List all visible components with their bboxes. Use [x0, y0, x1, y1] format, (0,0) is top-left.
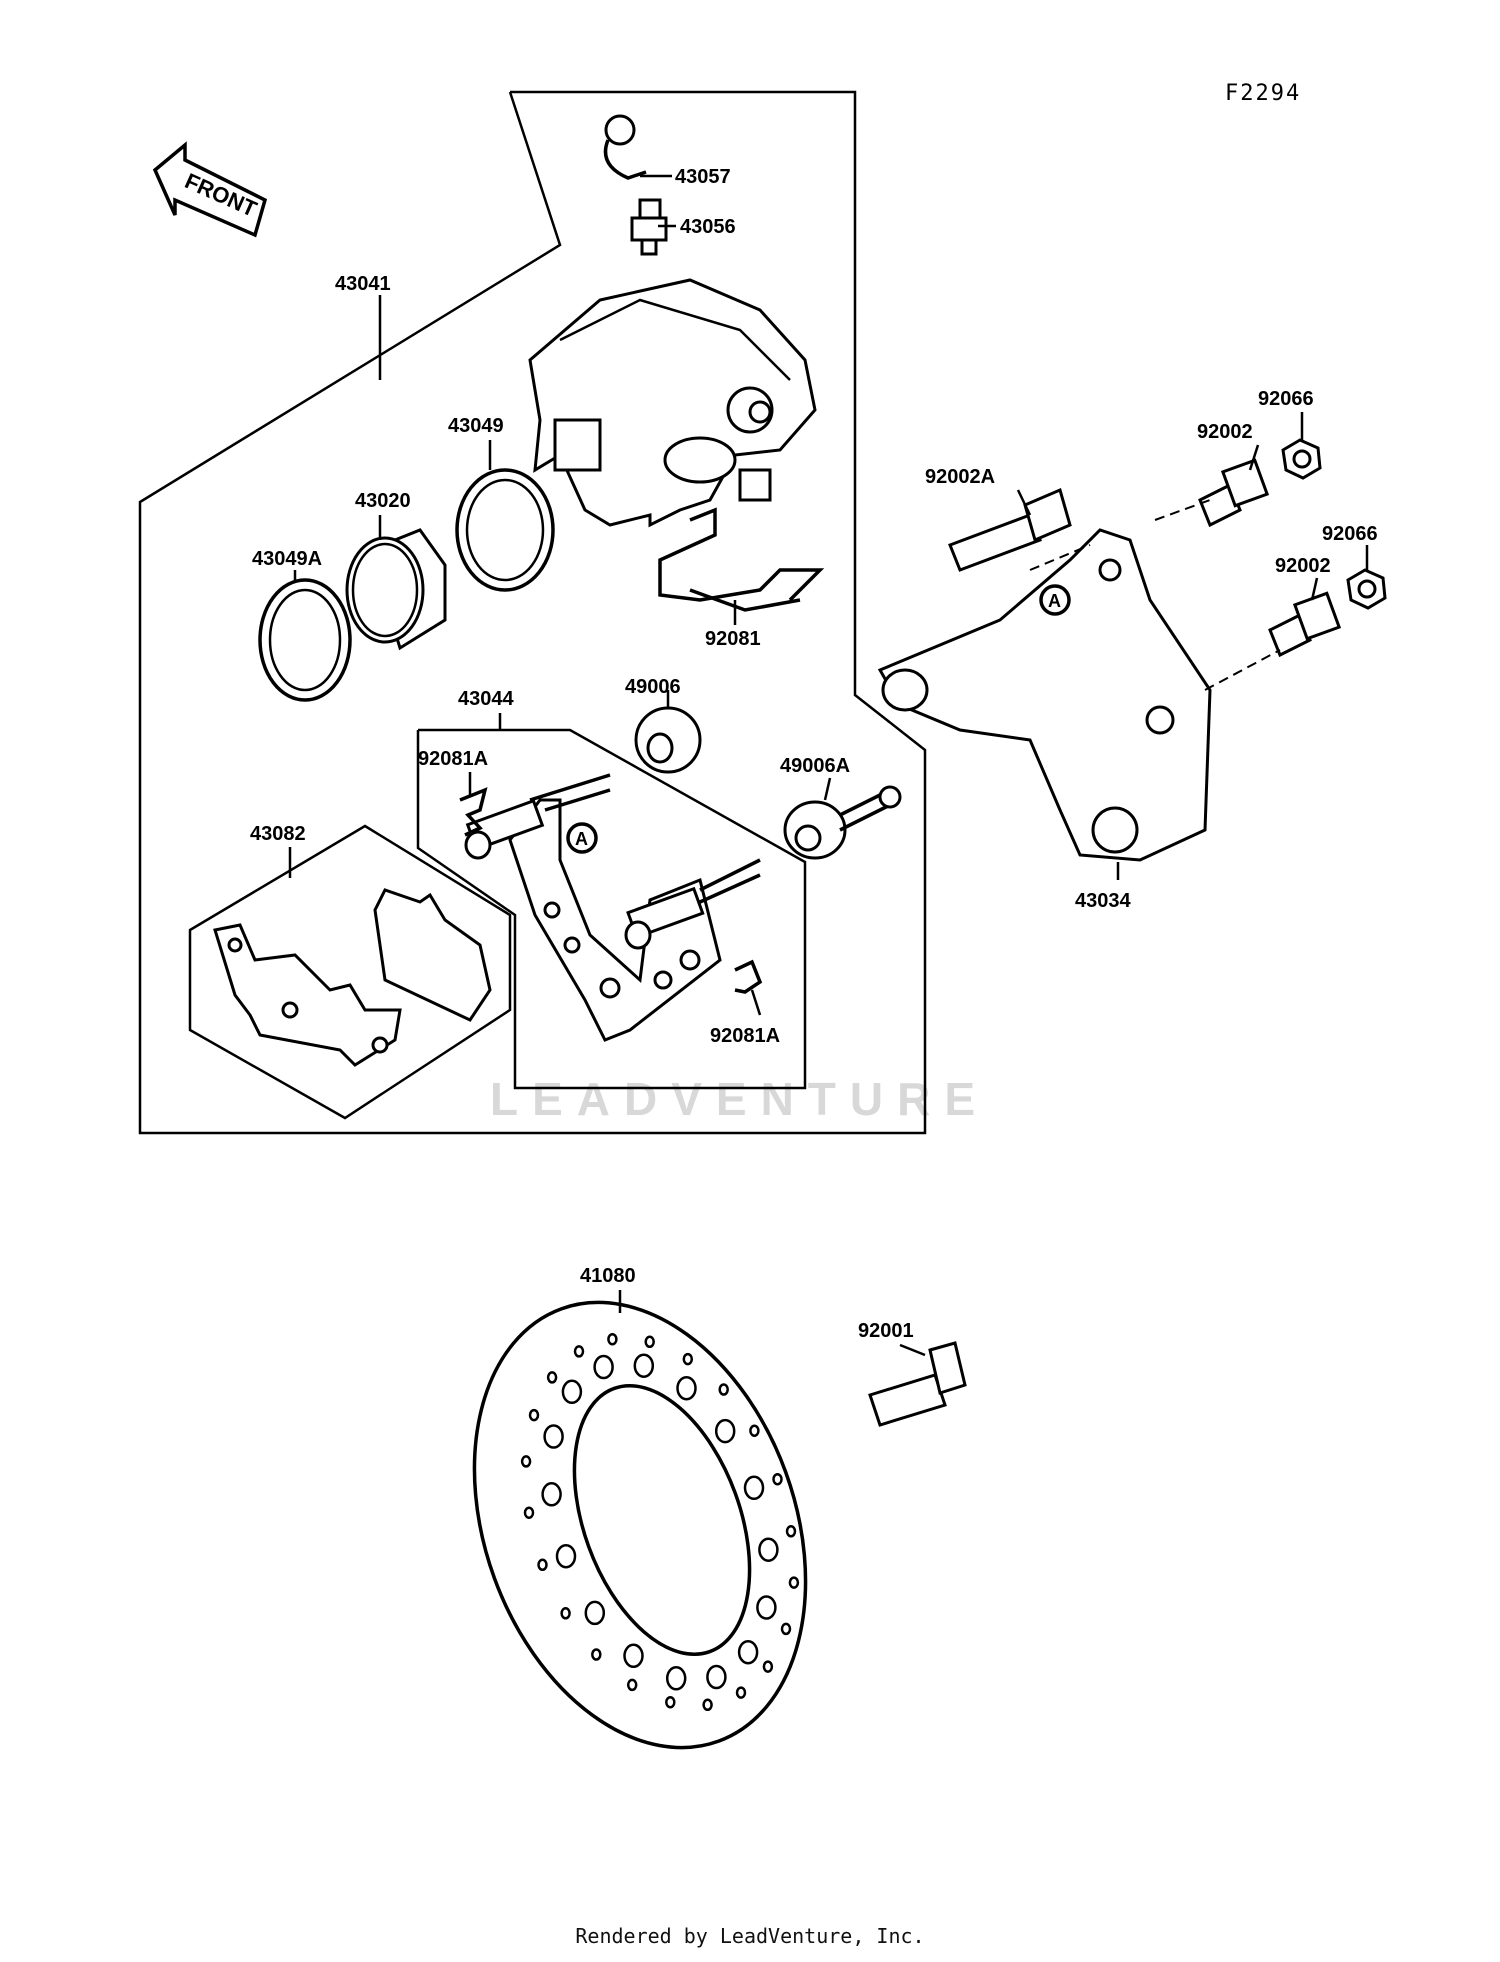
brake-pad-right-icon — [373, 888, 492, 1022]
footer-credit: Rendered by LeadVenture, Inc. — [575, 1924, 925, 1948]
disc-hole — [561, 1379, 583, 1405]
piston-seal-icon — [455, 468, 555, 592]
disc-hole — [702, 1698, 713, 1712]
part-label: 43056 — [680, 216, 736, 238]
callout-a-link: A — [1039, 584, 1071, 616]
bolt-92002-lower-icon — [1268, 591, 1342, 658]
disc-hole — [762, 1660, 774, 1673]
disc-hole — [626, 1678, 638, 1692]
disc-hole — [560, 1607, 571, 1620]
figure-id: F2294 — [1225, 81, 1301, 106]
disc-hole — [520, 1455, 532, 1468]
part-label: 43057 — [675, 166, 731, 188]
disc-hole — [756, 1595, 777, 1620]
front-arrow-icon: FRONT — [152, 141, 268, 238]
brake-pad-left-icon — [213, 923, 402, 1067]
part-label: 43049A — [252, 548, 322, 570]
disc-hole — [555, 1543, 577, 1569]
nut-92066-upper-icon — [1281, 438, 1322, 480]
disc-hole — [665, 1666, 687, 1691]
part-label: 43082 — [250, 823, 306, 845]
disc-hole — [758, 1537, 779, 1562]
part-label: 43034 — [1075, 890, 1131, 912]
pad-clip-upper-icon — [459, 787, 488, 837]
disc-hole — [780, 1622, 792, 1636]
disc-hole — [541, 1482, 562, 1507]
pad-spring-icon — [658, 507, 825, 612]
part-label: 43044 — [458, 688, 514, 710]
disc-hole — [682, 1352, 694, 1366]
disc-hole — [546, 1371, 558, 1384]
disc-hole — [676, 1375, 697, 1401]
part-label: 41080 — [580, 1265, 636, 1287]
part-label: 43049 — [448, 415, 504, 437]
disc-holes — [520, 1332, 800, 1712]
part-label: 92081A — [710, 1025, 780, 1047]
rubber-boot-icon — [634, 706, 702, 774]
caliper-holder-icon — [464, 773, 761, 1042]
brake-disc-icon — [472, 1300, 808, 1750]
disc-hole — [537, 1558, 548, 1572]
nut-92066-lower-icon — [1346, 568, 1387, 610]
part-label: 92002 — [1275, 555, 1331, 577]
disc-hole — [714, 1418, 736, 1444]
disc-hole — [788, 1576, 800, 1589]
disc-hole — [573, 1345, 585, 1358]
part-label: 92066 — [1258, 388, 1314, 410]
disc-hole — [735, 1686, 747, 1699]
bolt-92002-upper-icon — [1198, 458, 1270, 528]
disc-hole — [644, 1335, 655, 1349]
torque-link-icon — [877, 528, 1212, 862]
pad-clip-lower-icon — [734, 959, 763, 994]
part-number-labels: 43057 43056 43041 43049 43020 43049A 920… — [250, 166, 1378, 1342]
disc-hole — [523, 1506, 535, 1519]
disc-hole — [528, 1408, 540, 1422]
part-label: 92002 — [1197, 421, 1253, 443]
disc-hole — [706, 1664, 727, 1690]
caliper-assembly-outline — [138, 90, 927, 1135]
dust-seal-icon — [258, 578, 352, 702]
disc-hole — [584, 1600, 606, 1626]
callout-a-holder: A — [566, 822, 598, 854]
rubber-boot-a-icon — [783, 785, 902, 860]
disc-hole — [633, 1353, 655, 1378]
part-label: 43020 — [355, 490, 411, 512]
part-label: 92001 — [858, 1320, 914, 1342]
bolt-92001-icon — [868, 1341, 967, 1427]
part-label: 92081 — [705, 628, 761, 650]
callout-a-letter-2: A — [1048, 591, 1061, 611]
disc-hole — [665, 1695, 676, 1709]
bolt-92002a-icon — [948, 487, 1072, 572]
disc-hole — [737, 1639, 759, 1665]
holder-kit-outline — [416, 728, 807, 1090]
disc-hole — [749, 1424, 760, 1437]
watermark-text: LEADVENTURE — [490, 1073, 989, 1125]
pad-set-outline — [188, 824, 512, 1120]
disc-hole — [718, 1383, 729, 1396]
bleeder-cap-icon — [603, 114, 647, 180]
disc-hole — [591, 1648, 602, 1661]
disc-hole — [607, 1332, 618, 1346]
disc-hole — [623, 1643, 644, 1669]
part-label: 92002A — [925, 466, 995, 488]
disc-hole — [772, 1472, 783, 1486]
disc-hole — [743, 1475, 765, 1501]
piston-icon — [345, 528, 447, 651]
part-label: 92066 — [1322, 523, 1378, 545]
bleeder-valve-icon — [630, 198, 668, 256]
disc-hole — [543, 1424, 564, 1449]
leader-lines — [288, 174, 1369, 1357]
part-label: 92081A — [418, 748, 488, 770]
part-label: 49006A — [780, 755, 850, 777]
disc-hole — [593, 1354, 614, 1380]
callout-a-letter: A — [575, 829, 588, 849]
caliper-body-icon — [528, 278, 817, 528]
part-label: 49006 — [625, 676, 681, 698]
part-label: 43041 — [335, 273, 391, 295]
disc-hole — [785, 1525, 797, 1538]
